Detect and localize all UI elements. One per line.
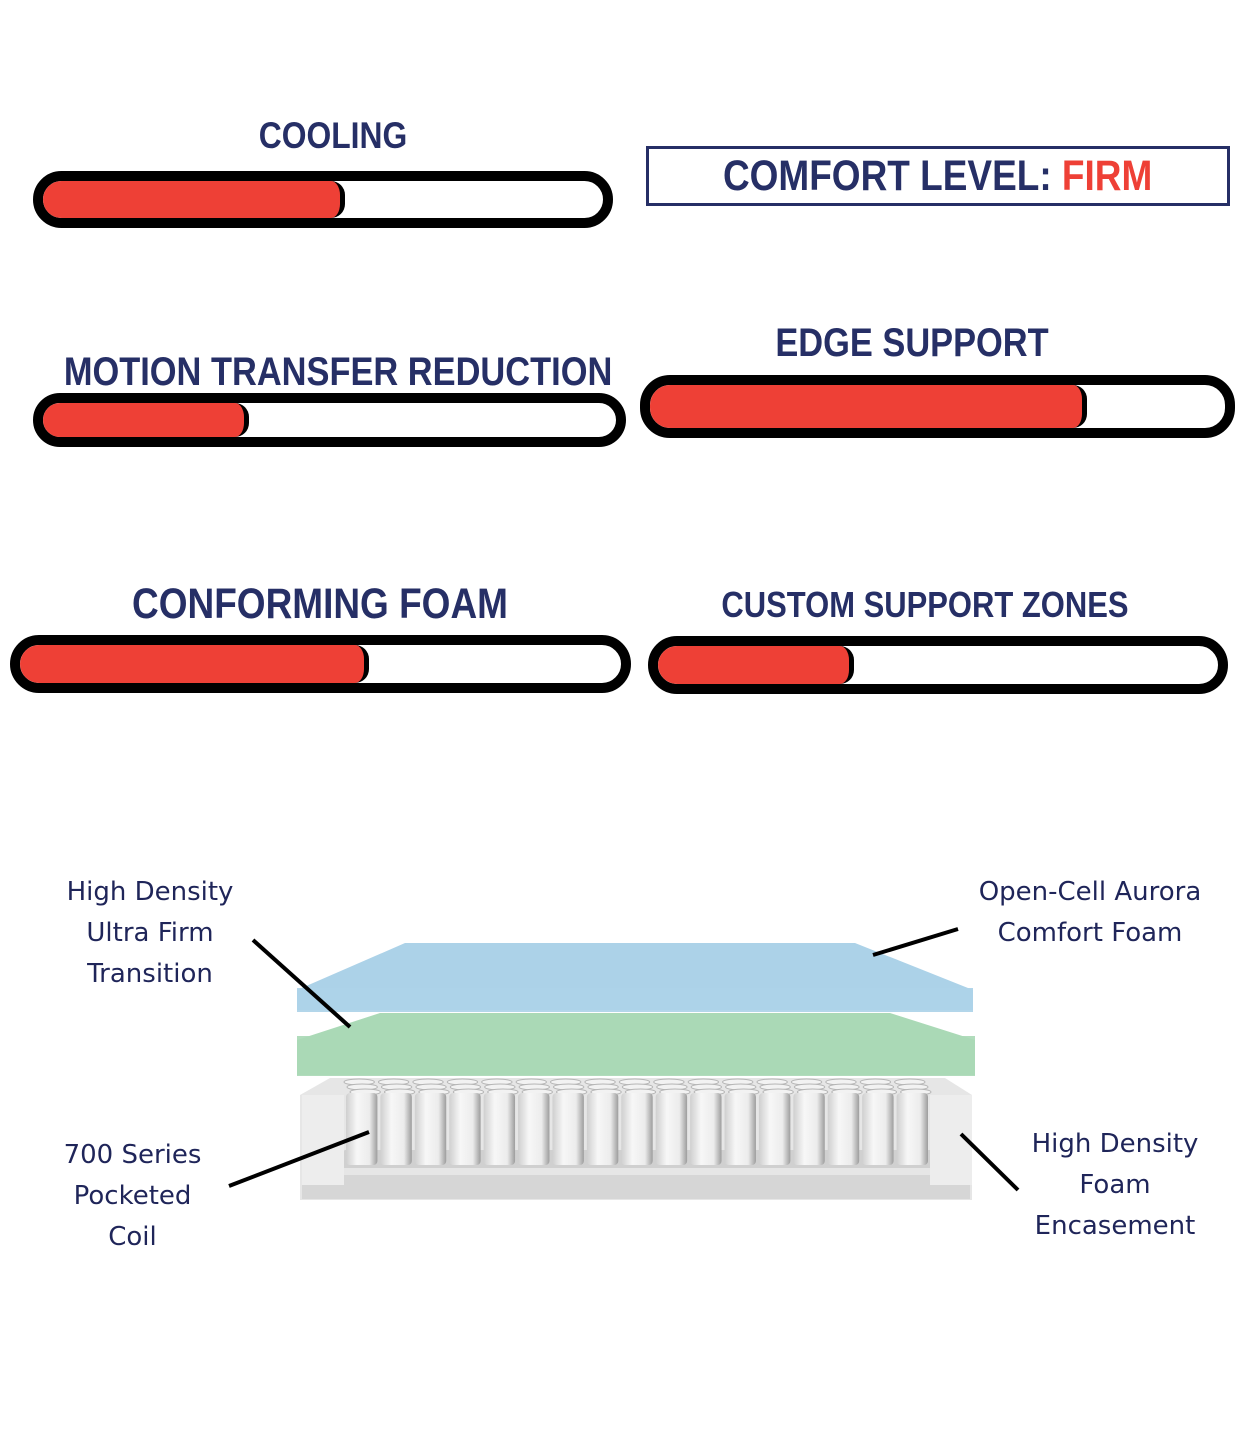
conforming-foam-title: CONFORMING FOAM xyxy=(132,580,508,628)
comfort-level-box: COMFORT LEVEL: FIRM xyxy=(646,146,1230,206)
conforming-foam-bar-fill xyxy=(20,645,369,683)
motion-transfer-reduction-bar-fill xyxy=(43,403,250,437)
custom-support-zones-bar xyxy=(648,636,1228,694)
encasement-label-line: High Density xyxy=(1031,1129,1199,1159)
cooling-bar-fill xyxy=(43,181,346,218)
transition-label: High Density Ultra Firm Transition xyxy=(30,872,270,995)
pocketed-coil xyxy=(449,1093,481,1165)
pocketed-coil xyxy=(724,1093,756,1165)
edge-support-bar xyxy=(640,375,1235,438)
motion-transfer-reduction-title: MOTION TRANSFER REDUCTION xyxy=(63,350,613,394)
coil-label-line: Coil xyxy=(108,1222,157,1252)
edge-support-bar-fill xyxy=(650,385,1087,428)
encasement-label-line: Encasement xyxy=(1034,1211,1196,1241)
transition-label-line: Transition xyxy=(87,959,213,989)
pocketed-coil xyxy=(414,1093,447,1165)
pocketed-coil xyxy=(793,1093,825,1165)
pocketed-coil xyxy=(586,1093,619,1165)
comfort-foam-layer xyxy=(297,943,973,1012)
pocketed-coil xyxy=(758,1093,791,1165)
transition-leader-line xyxy=(251,938,352,1029)
comfort-foam-label: Open-Cell Aurora Comfort Foam xyxy=(955,872,1225,954)
pocketed-coil xyxy=(483,1093,516,1165)
custom-support-zones-bar-fill xyxy=(658,646,854,684)
pocketed-coils xyxy=(346,1093,928,1165)
pocketed-coil xyxy=(518,1093,550,1165)
pocketed-coil xyxy=(346,1093,378,1165)
pocketed-coil xyxy=(862,1093,894,1165)
transition-label-line: High Density xyxy=(66,877,234,907)
pocketed-coil xyxy=(552,1093,584,1165)
coil-leader-line xyxy=(228,1130,370,1188)
pocketed-coil xyxy=(655,1093,688,1165)
encasement-leader-line xyxy=(959,1132,1020,1192)
comfort-level-label: COMFORT LEVEL: xyxy=(723,151,1053,200)
transition-label-line: Ultra Firm xyxy=(86,918,214,948)
motion-transfer-reduction-bar xyxy=(33,393,626,447)
comfort-foam-label-line: Open-Cell Aurora xyxy=(978,877,1202,907)
transition-side xyxy=(297,1036,975,1076)
pocketed-coil xyxy=(690,1093,722,1165)
encasement-label-line: Foam xyxy=(1079,1170,1151,1200)
edge-support-title: EDGE SUPPORT xyxy=(775,321,1049,365)
transition-layer xyxy=(297,1013,975,1076)
coil-caps xyxy=(343,1078,932,1096)
comfort-foam-side xyxy=(297,988,973,1012)
coil-label-line: 700 Series xyxy=(63,1140,202,1170)
custom-support-zones-title: CUSTOM SUPPORT ZONES xyxy=(721,584,1129,625)
pocketed-coil xyxy=(827,1093,860,1165)
coil-label-line: Pocketed xyxy=(73,1181,192,1211)
comfort-foam-leader-line xyxy=(872,927,959,957)
comfort-level-value: FIRM xyxy=(1062,151,1153,200)
pocketed-coil xyxy=(621,1093,653,1165)
comfort-foam-label-line: Comfort Foam xyxy=(997,918,1183,948)
conforming-foam-bar xyxy=(10,635,631,693)
coil-label: 700 Series Pocketed Coil xyxy=(20,1135,245,1258)
pocketed-coil xyxy=(380,1093,412,1165)
pocketed-coil xyxy=(896,1093,928,1165)
cooling-title: COOLING xyxy=(258,115,408,156)
cooling-bar xyxy=(33,171,613,228)
encasement-label: High Density Foam Encasement xyxy=(1000,1124,1230,1247)
